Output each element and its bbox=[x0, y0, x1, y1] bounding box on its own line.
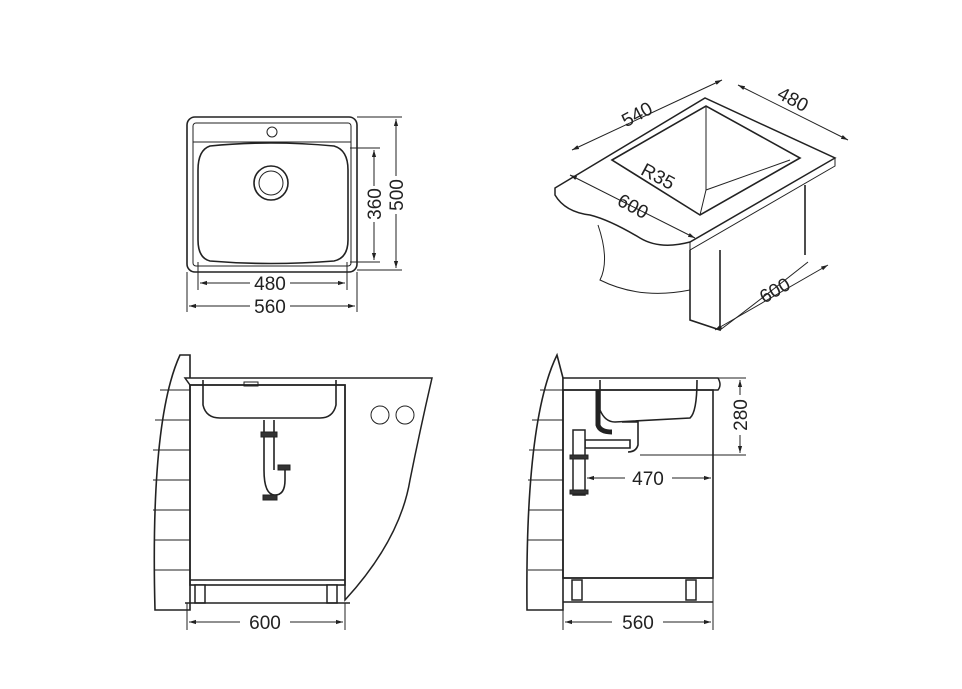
dim-500: 500 bbox=[387, 179, 408, 211]
dim-560: 560 bbox=[254, 297, 286, 318]
dim-280: 280 bbox=[731, 399, 752, 431]
wall bbox=[153, 354, 191, 611]
drain-icon bbox=[253, 165, 289, 201]
dim-470: 470 bbox=[632, 469, 664, 490]
top-view: 360 500 480 560 bbox=[186, 116, 408, 318]
sink-outline bbox=[186, 116, 358, 273]
dim-480-iso: 480 bbox=[774, 83, 812, 116]
tap-hole-icon bbox=[266, 126, 278, 138]
bowl-outline bbox=[197, 142, 349, 265]
iso-view: 540 480 R35 600 600 bbox=[554, 79, 849, 332]
side-view: 280 470 560 bbox=[526, 352, 752, 634]
outlet-icon bbox=[395, 405, 415, 425]
dim-540: 540 bbox=[618, 98, 656, 131]
dim-600-front: 600 bbox=[249, 613, 281, 634]
countertop-front bbox=[183, 377, 433, 602]
countertop bbox=[554, 97, 837, 246]
outlet-icon bbox=[370, 405, 390, 425]
bowl-side bbox=[599, 379, 698, 423]
front-view: 600 bbox=[153, 354, 433, 634]
wall-side bbox=[526, 352, 564, 611]
dim-560-side: 560 bbox=[622, 613, 654, 634]
dim-480: 480 bbox=[254, 274, 286, 295]
cabinet-front bbox=[189, 384, 346, 586]
bowl-section bbox=[202, 380, 337, 419]
standpipe-icon bbox=[572, 429, 586, 496]
hose-icon bbox=[595, 390, 613, 435]
dim-360: 360 bbox=[365, 188, 386, 220]
